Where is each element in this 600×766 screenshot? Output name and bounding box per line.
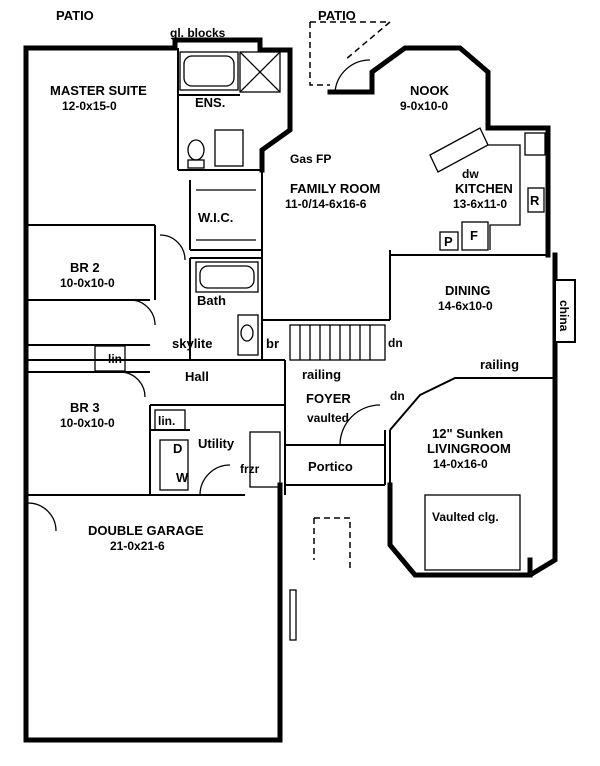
interior-walls (26, 48, 555, 545)
br3-label: BR 3 (70, 400, 100, 415)
br3-dim: 10-0x10-0 (60, 416, 115, 430)
double-garage-label: DOUBLE GARAGE (88, 523, 204, 538)
br2-label: BR 2 (70, 260, 100, 275)
gas-fp-label: Gas FP (290, 152, 331, 166)
living-dn-label: dn (390, 389, 405, 403)
patio-left-label: PATIO (56, 8, 94, 23)
family-room-dim: 11-0/14-6x16-6 (285, 197, 367, 211)
livingroom-label: LIVINGROOM (427, 441, 511, 456)
vaulted-label: vaulted (307, 411, 349, 425)
washer-label: W (176, 470, 189, 485)
kitchen-label: KITCHEN (455, 181, 513, 196)
master-suite-dim: 12-0x15-0 (62, 99, 117, 113)
railing-2-label: railing (480, 357, 519, 372)
refrigerator-label: R (530, 193, 540, 208)
glass-blocks-label: gl. blocks (170, 26, 226, 40)
china-label: china (557, 300, 571, 332)
bath-label: Bath (197, 293, 226, 308)
vaulted-clg-label: Vaulted clg. (432, 510, 499, 524)
dining-label: DINING (445, 283, 491, 298)
patio-outlines (309, 21, 393, 568)
br-label: br (266, 336, 279, 351)
master-suite-label: MASTER SUITE (50, 83, 147, 98)
linen-2-label: lin. (158, 414, 175, 428)
sunken-label: 12" Sunken (432, 426, 503, 441)
pantry-label: P (444, 234, 453, 249)
stair-dn-label: dn (388, 336, 403, 350)
fixtures (94, 51, 576, 641)
wic-label: W.I.C. (198, 210, 233, 225)
freezer-label: frzr (240, 462, 260, 476)
railing-1-label: railing (302, 367, 341, 382)
dw-label: dw (462, 167, 479, 181)
portico-label: Portico (308, 459, 353, 474)
freezer-kitchen-label: F (470, 228, 478, 243)
ensuite-label: ENS. (195, 95, 225, 110)
door-swings (27, 59, 381, 532)
dining-dim: 14-6x10-0 (438, 299, 493, 313)
nook-label: NOOK (410, 83, 450, 98)
patio-top-label: PATIO (318, 8, 356, 23)
exterior-walls (23, 37, 558, 743)
hall-label: Hall (185, 369, 209, 384)
double-garage-dim: 21-0x21-6 (110, 539, 165, 553)
linen-1-label: lin (108, 352, 122, 366)
kitchen-dim: 13-6x11-0 (453, 197, 507, 211)
skylite-label: skylite (172, 336, 212, 351)
livingroom-dim: 14-0x16-0 (433, 457, 488, 471)
nook-dim: 9-0x10-0 (400, 99, 448, 113)
br2-dim: 10-0x10-0 (60, 276, 115, 290)
foyer-label: FOYER (306, 391, 351, 406)
utility-label: Utility (198, 436, 235, 451)
room-labels: PATIO PATIO gl. blocks MASTER SUITE 12-0… (50, 8, 571, 553)
family-room-label: FAMILY ROOM (290, 181, 380, 196)
dryer-label: D (173, 441, 182, 456)
